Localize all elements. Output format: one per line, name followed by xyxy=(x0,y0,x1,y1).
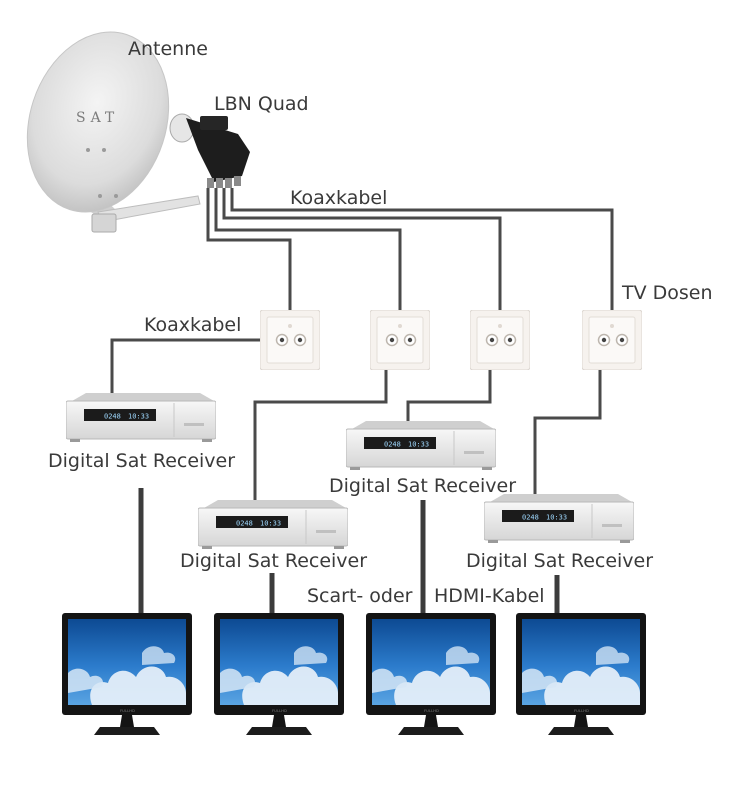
coax-cable-3 xyxy=(222,188,502,310)
tv-icon-3 xyxy=(366,613,496,735)
label-receiver-4: Digital Sat Receiver xyxy=(466,550,654,572)
receiver-icon-4 xyxy=(484,494,634,544)
coax-cables xyxy=(110,188,614,503)
tv-outlet-icon-2 xyxy=(370,310,430,370)
label-lnb: LBN Quad xyxy=(214,93,309,115)
receiver-icon-3 xyxy=(346,421,496,471)
dish-brand-text: SAT xyxy=(76,110,119,126)
coax-cable-outlet1-receiver1 xyxy=(110,338,280,393)
tv-icon-2 xyxy=(214,613,344,735)
satellite-dish-icon: SAT xyxy=(26,31,201,233)
coax-cable-1 xyxy=(206,188,292,310)
tv-outlet-icon-4 xyxy=(582,310,642,370)
coax-cable-outlet2-receiver2 xyxy=(253,340,388,503)
coax-cable-outlet3-receiver3 xyxy=(406,340,492,423)
receiver-icon-2 xyxy=(198,500,348,550)
label-cable-note-2: HDMI-Kabel xyxy=(434,585,545,607)
tv-outlet-icon-1 xyxy=(260,310,320,370)
label-receiver-2: Digital Sat Receiver xyxy=(180,550,368,572)
label-coax-top: Koaxkabel xyxy=(290,187,388,209)
label-cable-note-1: Scart- oder xyxy=(307,585,413,607)
label-coax-left: Koaxkabel xyxy=(144,314,242,336)
receiver-icon-1 xyxy=(66,393,216,443)
lnb-icon xyxy=(169,113,250,188)
tv-outlet-icon-3 xyxy=(470,310,530,370)
label-receiver-1: Digital Sat Receiver xyxy=(48,450,236,472)
coax-cable-4 xyxy=(230,188,614,310)
coax-cable-outlet4-receiver4 xyxy=(533,340,602,497)
tv-icon-1 xyxy=(62,613,192,735)
label-tv-outlets: TV Dosen xyxy=(622,282,713,304)
label-antenna: Antenne xyxy=(128,38,208,60)
tv-icon-4 xyxy=(516,613,646,735)
coax-cable-2 xyxy=(214,188,402,310)
label-receiver-3: Digital Sat Receiver xyxy=(329,475,517,497)
